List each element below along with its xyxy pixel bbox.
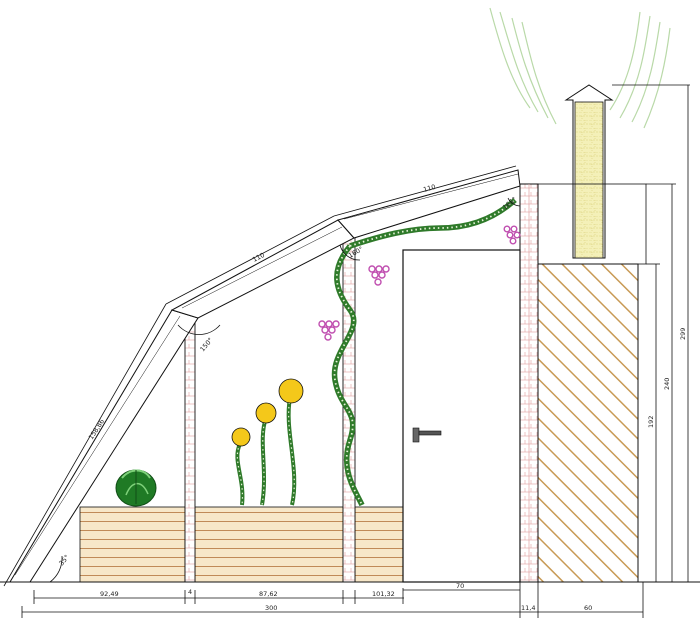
flowers (231, 378, 304, 506)
grape-cluster (503, 225, 521, 245)
door (402, 249, 521, 583)
cabbage (115, 469, 157, 507)
label-seg2: 87,62 (259, 590, 278, 598)
angle-arcs (49, 197, 521, 583)
label-door-width: 70 (456, 582, 464, 590)
vine (331, 197, 517, 507)
label-seg1: 92,49 (100, 590, 119, 598)
chimney (564, 84, 690, 259)
grape-cluster (368, 265, 390, 286)
rafters (9, 169, 521, 583)
dimension-lines (3, 85, 692, 618)
label-total-width: 300 (265, 604, 277, 612)
flower-head (231, 427, 251, 447)
label-height-299: 299 (679, 328, 687, 340)
label-angle-top: 165° (501, 195, 518, 211)
planting-beds (79, 506, 404, 583)
flower-head (255, 402, 277, 424)
label-height-240: 240 (663, 378, 671, 390)
steam-lines (489, 7, 671, 129)
stove-mass (537, 263, 639, 583)
label-angle-base: 35° (57, 553, 71, 567)
label-rafter-top: 110 (422, 183, 436, 194)
flower-head (278, 378, 304, 404)
label-seg3: 101,32 (372, 590, 395, 598)
label-wall-thickness: 11,4 (521, 604, 535, 612)
label-height-192: 192 (647, 416, 655, 428)
label-angle-joint1: 150° (198, 336, 214, 353)
label-post-gap: 4 (188, 588, 192, 596)
door-handle (412, 427, 420, 443)
label-chimney-width: 60 (584, 604, 592, 612)
grape-cluster (318, 320, 340, 341)
grape-clusters (318, 225, 521, 341)
